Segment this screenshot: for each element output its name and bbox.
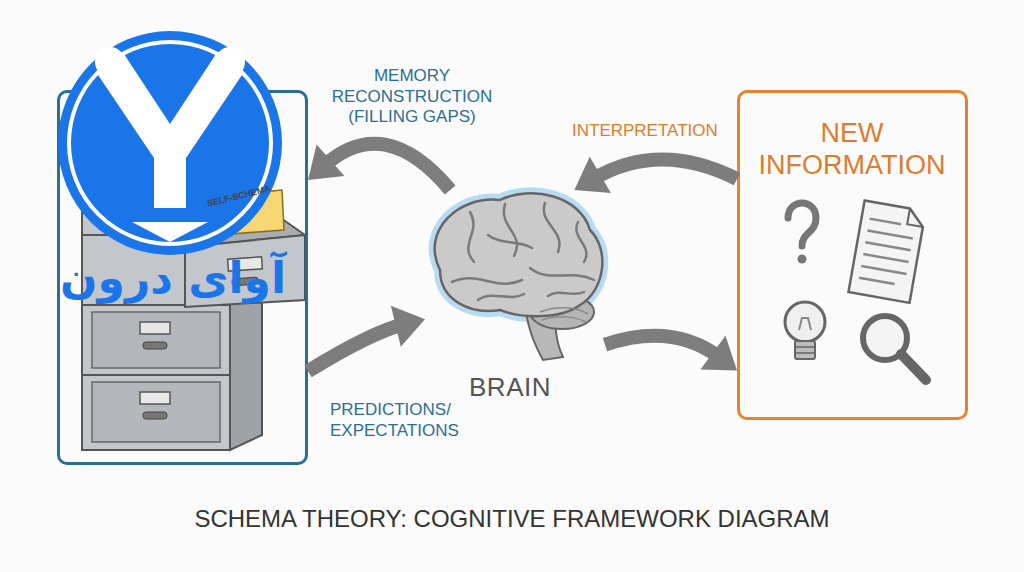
arrow-head bbox=[391, 306, 425, 347]
brain-illustration-part-part bbox=[504, 204, 517, 256]
information-icons-part bbox=[795, 346, 815, 348]
information-icons-part bbox=[795, 352, 815, 354]
information-icons-part bbox=[799, 318, 811, 330]
information-icons-part-part-part bbox=[867, 230, 912, 238]
brain-illustration-part-part bbox=[540, 308, 588, 314]
information-icons-part-part-part bbox=[861, 266, 906, 274]
brain-illustration-part-part bbox=[468, 212, 474, 262]
information-icons-part-part-part bbox=[863, 254, 908, 262]
watermark-logo-part bbox=[215, 47, 245, 77]
arrow-shaft bbox=[593, 160, 737, 180]
information-icons-part-part bbox=[848, 201, 925, 303]
filing-cabinet-part bbox=[140, 392, 170, 404]
information-icons-part bbox=[848, 201, 925, 303]
brain-illustration-part-part bbox=[478, 294, 524, 300]
arrow-shaft bbox=[324, 144, 450, 190]
connector-label: INTERPRETATION bbox=[572, 121, 732, 142]
filing-cabinet-part bbox=[200, 176, 230, 186]
brain-illustration-part-part bbox=[530, 268, 594, 280]
arrow-head bbox=[700, 336, 737, 371]
brain-illustration-part-part bbox=[576, 222, 586, 262]
curved-arrow bbox=[308, 144, 450, 190]
arrow-head bbox=[308, 144, 344, 180]
filing-cabinet-part bbox=[92, 382, 220, 442]
information-icons-part bbox=[785, 302, 825, 342]
information-icons bbox=[785, 201, 926, 380]
watermark-text: آوای درون bbox=[48, 252, 298, 303]
arrow-shaft bbox=[308, 324, 404, 371]
filing-cabinet-part bbox=[92, 312, 220, 368]
brain-illustration-part-part bbox=[452, 278, 522, 283]
filing-cabinet-part bbox=[140, 322, 170, 334]
information-icons-part-part-part bbox=[870, 219, 902, 225]
brain-illustration-part-part bbox=[488, 235, 532, 248]
information-icons-part-part-part bbox=[859, 278, 894, 284]
box-heading: NEW INFORMATION bbox=[740, 117, 964, 182]
arrow-head bbox=[574, 157, 610, 193]
information-icons-part-part-part bbox=[865, 242, 910, 250]
brain-illustration-part-part bbox=[548, 292, 584, 296]
watermark-logo-part bbox=[132, 222, 208, 242]
brain-illustration-part bbox=[435, 193, 603, 316]
information-icons-part-part bbox=[859, 219, 915, 286]
brain-label: BRAIN bbox=[415, 372, 605, 403]
filing-cabinet-part bbox=[143, 342, 167, 349]
curved-arrow bbox=[605, 336, 737, 371]
filing-cabinet-part bbox=[82, 374, 230, 376]
watermark-logo-part bbox=[58, 31, 282, 255]
information-icons-part bbox=[798, 255, 807, 264]
brain-illustration-part bbox=[540, 308, 588, 322]
watermark-logo-part bbox=[96, 54, 244, 208]
brain-illustration bbox=[435, 193, 603, 360]
diagram-caption: SCHEMA THEORY: COGNITIVE FRAMEWORK DIAGR… bbox=[0, 505, 1024, 533]
connector-label: PREDICTIONS/ EXPECTATIONS bbox=[330, 400, 480, 441]
brain-illustration-part bbox=[435, 193, 603, 316]
brain-illustration-part-part bbox=[544, 203, 560, 252]
brain-illustration-part bbox=[452, 203, 594, 300]
brain-illustration-part-part bbox=[542, 317, 586, 322]
watermark-logo bbox=[58, 31, 282, 255]
watermark-logo-part bbox=[95, 47, 125, 77]
curved-arrow bbox=[574, 157, 737, 193]
filing-cabinet-part bbox=[143, 412, 167, 419]
information-icons-part bbox=[788, 203, 816, 246]
information-icons-part bbox=[901, 354, 926, 380]
connector-label: MEMORY RECONSTRUCTION (FILLING GAPS) bbox=[322, 66, 502, 128]
information-icons-part-part bbox=[907, 208, 926, 227]
curved-arrow bbox=[308, 306, 425, 371]
watermark-logo-part bbox=[69, 42, 271, 244]
new-information-box: NEW INFORMATION bbox=[737, 90, 968, 420]
information-icons-part bbox=[795, 341, 815, 359]
arrow-shaft bbox=[605, 336, 719, 358]
